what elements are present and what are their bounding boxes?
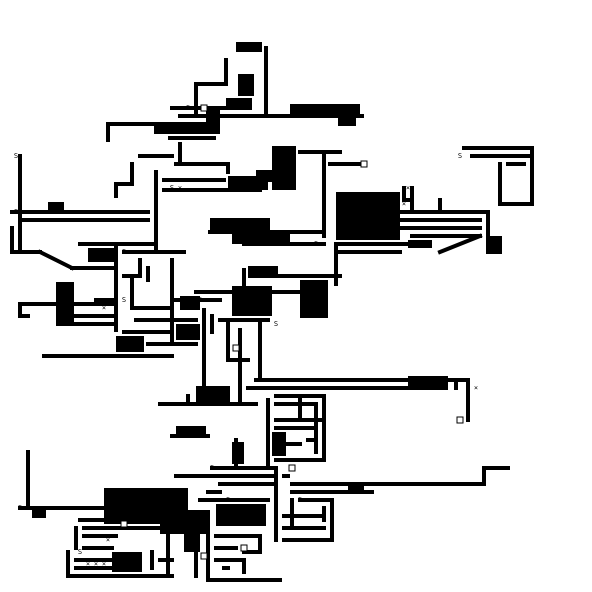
maze-filled-block bbox=[196, 386, 230, 406]
cross-marker: × bbox=[406, 184, 410, 192]
start-marker: S bbox=[18, 504, 22, 512]
cross-marker: × bbox=[102, 296, 106, 304]
start-marker: S bbox=[14, 208, 18, 216]
start-marker: S bbox=[458, 152, 462, 160]
maze-filled-block bbox=[488, 236, 502, 254]
cross-marker: × bbox=[306, 424, 310, 432]
start-marker: S bbox=[206, 556, 210, 564]
maze-filled-block bbox=[300, 280, 328, 318]
box-marker bbox=[120, 520, 128, 528]
box-marker bbox=[200, 104, 208, 112]
maze-filled-block bbox=[408, 240, 432, 248]
start-marker: S bbox=[226, 496, 230, 504]
maze-filled-block bbox=[176, 426, 206, 436]
cross-marker: × bbox=[298, 416, 302, 424]
maze-filled-block bbox=[32, 510, 46, 518]
cross-marker: × bbox=[58, 200, 62, 208]
maze-filled-block bbox=[338, 114, 356, 126]
box-marker bbox=[232, 344, 240, 352]
maze-filled-block bbox=[238, 74, 254, 96]
box-marker bbox=[288, 464, 296, 472]
cross-marker: × bbox=[474, 384, 478, 392]
start-marker: S bbox=[122, 248, 126, 256]
maze-filled-block bbox=[176, 324, 200, 340]
start-marker: S bbox=[170, 184, 174, 192]
cross-marker: × bbox=[226, 356, 230, 364]
maze-filled-block bbox=[112, 552, 142, 572]
maze-filled-block bbox=[206, 110, 220, 134]
maze-filled-block bbox=[272, 432, 286, 456]
maze-filled-block bbox=[154, 122, 218, 134]
maze-walls bbox=[10, 42, 534, 582]
box-marker bbox=[456, 416, 464, 424]
start-marker: S bbox=[186, 104, 190, 112]
cross-marker: × bbox=[94, 560, 98, 568]
maze-filled-block bbox=[232, 286, 272, 316]
start-marker: S bbox=[14, 152, 18, 160]
start-marker: S bbox=[122, 296, 126, 304]
start-marker: S bbox=[210, 464, 214, 472]
maze-filled-block bbox=[216, 504, 266, 526]
maze-filled-block bbox=[210, 218, 270, 232]
cross-marker: × bbox=[102, 304, 106, 312]
cross-marker: × bbox=[178, 184, 182, 192]
maze-filled-block bbox=[408, 376, 448, 390]
maze-filled-block bbox=[236, 42, 262, 52]
cross-marker: × bbox=[106, 536, 110, 544]
cross-marker: × bbox=[134, 560, 138, 568]
box-marker bbox=[360, 160, 368, 168]
cross-marker: × bbox=[402, 200, 406, 208]
maze-filled-block bbox=[56, 282, 74, 326]
maze-filled-block bbox=[116, 336, 144, 352]
maze-wall bbox=[37, 249, 75, 271]
maze-filled-block bbox=[290, 104, 360, 114]
maze-filled-block bbox=[232, 442, 244, 464]
maze-filled-block bbox=[248, 266, 278, 278]
start-marker: S bbox=[274, 320, 278, 328]
maze-filled-block bbox=[348, 484, 364, 494]
cross-marker: × bbox=[102, 560, 106, 568]
box-marker bbox=[240, 544, 248, 552]
maze-filled-block bbox=[272, 146, 296, 190]
start-marker: S bbox=[298, 496, 302, 504]
maze-wall bbox=[437, 233, 483, 255]
start-marker: S bbox=[314, 240, 318, 248]
start-marker: S bbox=[78, 548, 82, 556]
maze-filled-block bbox=[160, 510, 208, 534]
maze-filled-block bbox=[48, 202, 64, 210]
cross-marker: × bbox=[86, 560, 90, 568]
maze-filled-block bbox=[88, 248, 114, 262]
start-marker: S bbox=[282, 440, 286, 448]
cross-marker: × bbox=[50, 200, 54, 208]
start-marker: S bbox=[198, 296, 202, 304]
maze-filled-block bbox=[232, 232, 290, 244]
maze-filled-block bbox=[256, 170, 272, 182]
box-marker bbox=[200, 552, 208, 560]
maze-filled-block bbox=[336, 192, 400, 240]
